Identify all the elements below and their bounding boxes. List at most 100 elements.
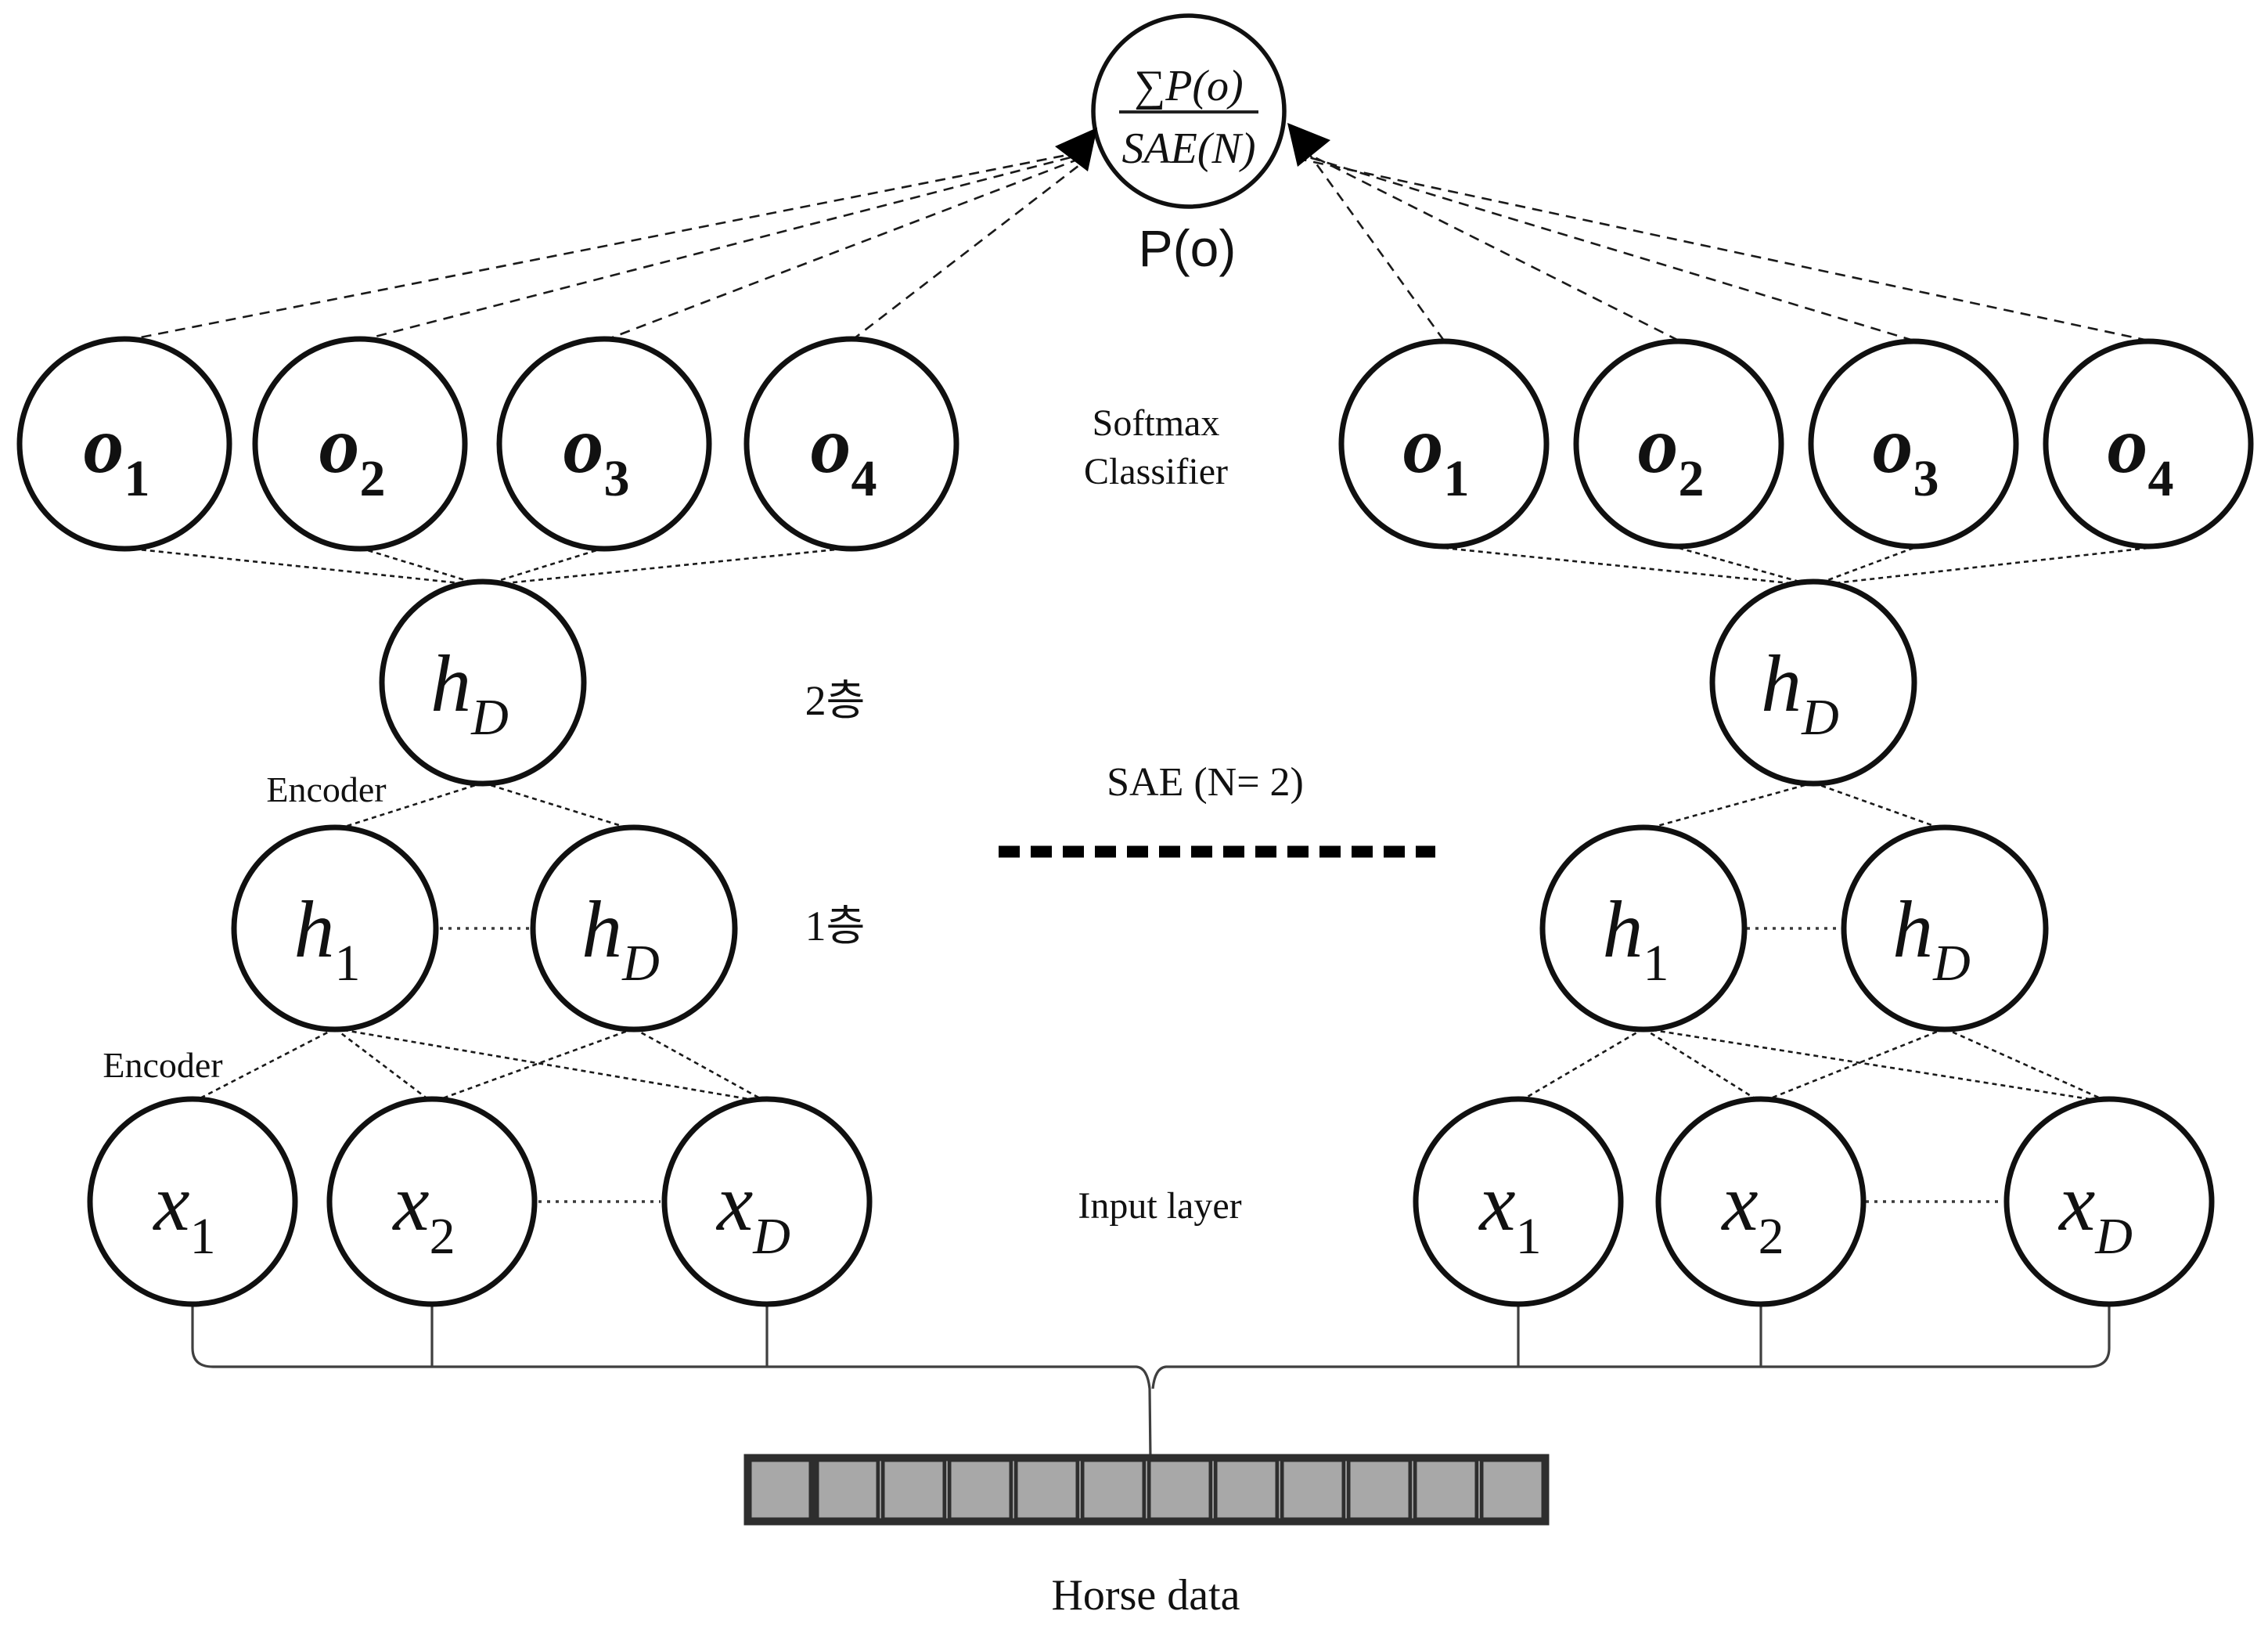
node-label: xD <box>2057 1158 2133 1265</box>
bar-cell <box>1346 1458 1413 1522</box>
node-left-h2D <box>379 578 587 787</box>
sae-label: SAE (N= 2) <box>1107 760 1304 805</box>
edge-dotted <box>1813 546 1914 587</box>
edge-dotted <box>1813 781 1946 831</box>
node-label: x1 <box>1478 1158 1541 1265</box>
annotations: Softmax Classifier 2층 SAE (N= 2) 1층 Enco… <box>103 402 1304 1620</box>
bar-cell <box>1413 1458 1479 1522</box>
edge-dotted <box>1678 546 1814 587</box>
node-label: o3 <box>1873 400 1939 507</box>
node-label: x2 <box>1720 1158 1784 1265</box>
arrowhead-right-icon <box>1287 123 1330 167</box>
bar-cell <box>1280 1458 1346 1522</box>
node-right-o3 <box>1808 338 2019 550</box>
node-right-x1 <box>1413 1096 1624 1307</box>
bar-outer-border <box>743 1454 1550 1526</box>
node-left-h1 <box>231 824 439 1033</box>
node-right-h1D <box>1841 824 2049 1033</box>
input-layer-label: Input layer <box>1078 1185 1241 1227</box>
node-label: x2 <box>391 1158 455 1265</box>
edge-dotted <box>1517 1027 1644 1104</box>
node-label: h1 <box>1603 885 1669 992</box>
node-label: hD <box>430 639 509 746</box>
edge-dotted <box>1944 1027 2110 1104</box>
edge-dotted <box>431 1027 635 1104</box>
bar-cell <box>1479 1458 1546 1522</box>
encoder-upper-label: Encoder <box>266 769 386 809</box>
aggregator-denominator: SAE(N) <box>1121 124 1255 173</box>
edge-dashed <box>603 157 1080 342</box>
aggregator-node: ∑P(o) SAE(N) P(o) <box>1055 13 1330 277</box>
edge-dotted <box>482 781 635 831</box>
input-collector-brace <box>191 1306 2111 1460</box>
bar-cell <box>747 1458 814 1522</box>
edge-dotted <box>1643 1027 1762 1104</box>
edge-dashed <box>1303 150 1679 342</box>
node-left-x2 <box>326 1096 538 1307</box>
node-left-o1 <box>16 336 232 552</box>
aggregator-numerator: ∑P(o) <box>1134 62 1243 110</box>
node-label: o3 <box>563 400 630 507</box>
node-left-h1D <box>530 824 738 1033</box>
edge-dotted <box>124 546 484 587</box>
bar-cell <box>814 1458 880 1522</box>
output-to-hidden2-edges <box>124 546 2149 587</box>
node-label: o1 <box>1403 400 1470 507</box>
arrowhead-left-icon <box>1055 128 1097 171</box>
edge-dotted <box>1643 1027 2110 1104</box>
bar-cell <box>1147 1458 1213 1522</box>
horse-data-label: Horse data <box>1051 1571 1240 1620</box>
edge-dotted <box>1760 1027 1946 1104</box>
edge-dotted <box>1643 781 1814 831</box>
bar-cell <box>880 1458 947 1522</box>
node-label: hD <box>1892 885 1971 992</box>
edge-dashed <box>851 161 1083 342</box>
edge-dashed <box>124 152 1076 342</box>
node-label: o2 <box>319 400 386 507</box>
node-right-o2 <box>1573 338 1784 550</box>
node-label: h1 <box>294 885 361 992</box>
edge-dotted <box>1813 546 2149 587</box>
output-to-aggregator-edges <box>124 148 2149 342</box>
edge-dotted <box>192 1027 336 1104</box>
edge-dotted <box>482 546 852 587</box>
horse-data-bar <box>743 1454 1550 1526</box>
node-right-o4 <box>2043 338 2254 550</box>
layer2-label: 2층 <box>805 677 866 724</box>
layer1-label: 1층 <box>805 903 866 950</box>
bar-cell <box>1080 1458 1147 1522</box>
node-left-xD <box>661 1096 873 1307</box>
node-right-o1 <box>1338 338 1550 550</box>
node-right-h2D <box>1709 578 1917 787</box>
edge-dashed <box>1304 148 1445 341</box>
edge-dashed <box>1298 157 2149 342</box>
bar-cell <box>1013 1458 1080 1522</box>
node-label: hD <box>581 885 660 992</box>
node-label: o4 <box>811 400 877 507</box>
hidden1-to-input-edges <box>192 1027 2110 1104</box>
bar-cell <box>1213 1458 1280 1522</box>
aggregator-label: P(o) <box>1139 219 1237 277</box>
node-right-xD <box>2003 1096 2215 1307</box>
node-left-o4 <box>743 336 959 552</box>
node-label: o2 <box>1638 400 1705 507</box>
edge-dotted <box>334 781 484 831</box>
node-left-x1 <box>87 1096 298 1307</box>
edge-dashed <box>359 154 1078 342</box>
node-label: o1 <box>84 400 150 507</box>
encoder-lower-label: Encoder <box>103 1045 222 1085</box>
node-right-h1 <box>1539 824 1748 1033</box>
edge-dotted <box>334 1027 768 1104</box>
edge-dashed <box>1301 153 1914 342</box>
edge-dotted <box>334 1027 433 1104</box>
node-label: hD <box>1761 639 1839 746</box>
node-label: x1 <box>152 1158 215 1265</box>
node-left-o3 <box>496 336 712 552</box>
left-network: o1 o2 o3 o4 hD h1 hD x1 x2 xD <box>16 336 959 1307</box>
softmax-classifier-label: Classifier <box>1084 451 1228 492</box>
right-network: o1 o2 o3 o4 hD h1 hD x1 x2 xD <box>1338 338 2254 1307</box>
node-label: xD <box>715 1158 790 1265</box>
hidden2-to-hidden1-edges <box>334 781 1946 831</box>
node-left-o2 <box>252 336 468 552</box>
